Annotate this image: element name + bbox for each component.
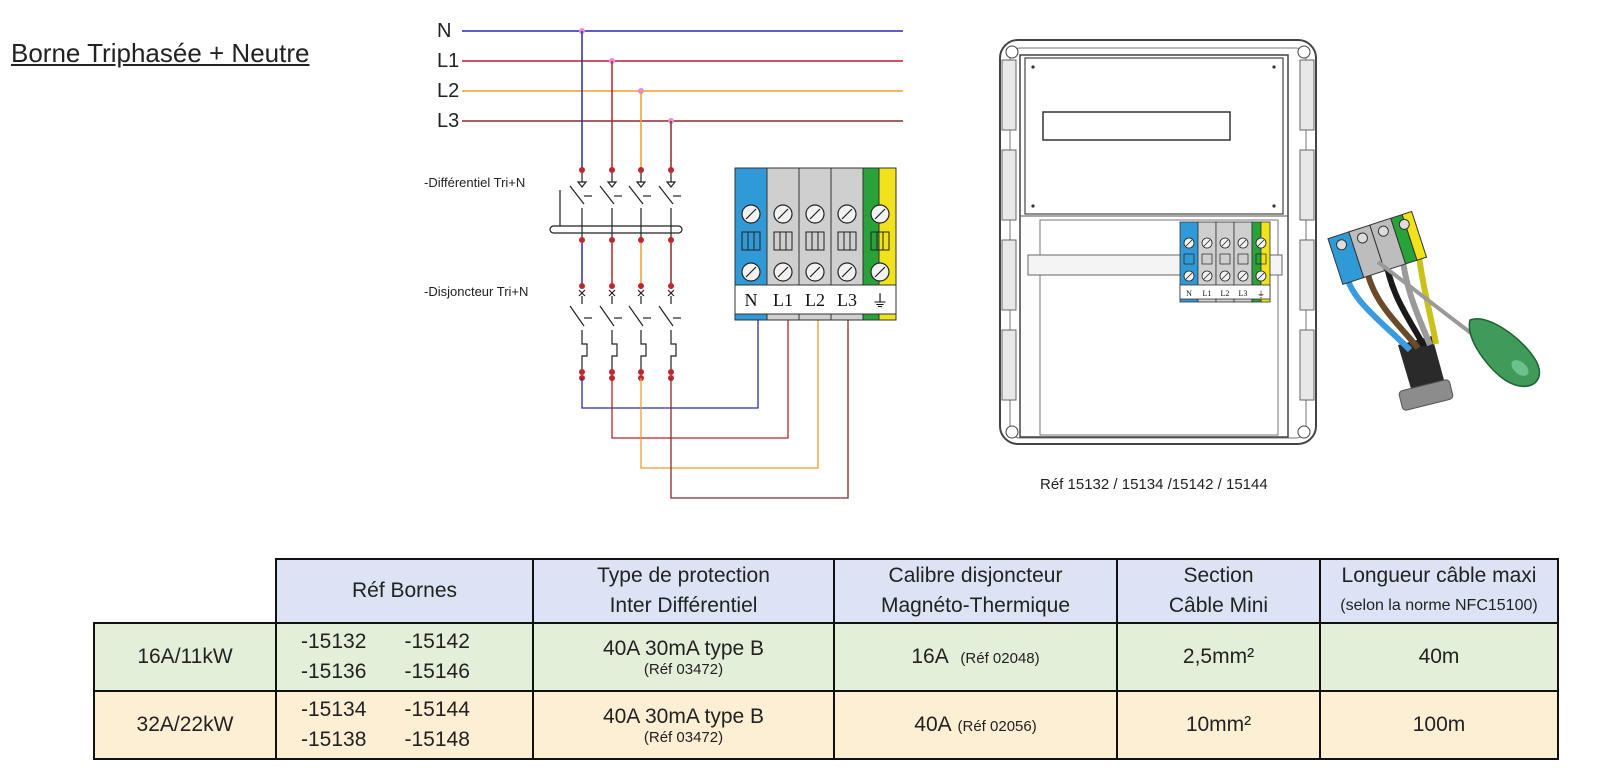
section-cell: 2,5mm²	[1116, 622, 1321, 692]
length-cell: 100m	[1319, 690, 1559, 760]
header-length: Longueur câble maxi (selon la norme NFC1…	[1319, 558, 1559, 624]
header-blank-cell	[94, 559, 276, 623]
mini-terminal-n: N	[1186, 289, 1192, 298]
bus-label-l1: L1	[437, 50, 459, 72]
mini-terminal-l2: L2	[1221, 289, 1230, 298]
terminal-label-l3: L3	[837, 290, 857, 310]
header-refs: Réf Bornes	[275, 558, 534, 624]
enclosure-drawing: N L1 L2 L3 ⏚	[999, 39, 1317, 445]
ground-symbol-icon: ⏚	[872, 292, 889, 311]
terminal-label-l1: L1	[773, 290, 793, 310]
header-breaker: Calibre disjoncteur Magnéto-Thermique	[833, 558, 1118, 624]
wire-l1-out	[611, 318, 789, 439]
bus-label-l2: L2	[437, 80, 459, 102]
page-title: Borne Triphasée + Neutre	[11, 38, 310, 68]
wire-n-out	[581, 318, 759, 409]
power-cell: 32A/22kW	[93, 690, 277, 760]
spec-table: Réf Bornes Type de protection Inter Diff…	[93, 558, 1559, 760]
length-cell: 40m	[1319, 622, 1559, 692]
power-cell: 16A/11kW	[93, 622, 277, 692]
terminal-label-l2: L2	[805, 290, 825, 310]
table-row: 16A/11kW -15132-15142 -15136-15146 40A 3…	[93, 622, 1559, 692]
bus-label-l3: L3	[437, 110, 459, 132]
protection-cell: 40A 30mA type B (Réf 03472)	[532, 690, 835, 760]
breaker-label: -Disjoncteur Tri+N	[424, 284, 528, 299]
bus-label-n: N	[437, 20, 451, 42]
wiring-schematic: N L1 L2 L3 -Différentiel Tri+N -Disjonct…	[424, 20, 1541, 499]
header-section: Section Câble Mini	[1116, 558, 1321, 624]
table-header-row: Réf Bornes Type de protection Inter Diff…	[94, 558, 1559, 624]
mini-terminal-l3: L3	[1239, 289, 1248, 298]
section-cell: 10mm²	[1116, 690, 1321, 760]
differential-device	[549, 167, 683, 289]
wire-l3-out	[670, 318, 849, 499]
breaker-device	[569, 289, 681, 381]
refs-cell: -15134-15144 -15138-15148	[275, 690, 534, 760]
refs-cell: -15132-15142 -15136-15146	[275, 622, 534, 692]
breaker-cell: 40A (Réf 02056)	[833, 690, 1118, 760]
breaker-cell: 16A (Réf 02048)	[833, 622, 1118, 692]
wire-l2-out	[640, 318, 819, 469]
differential-label: -Différentiel Tri+N	[424, 175, 525, 190]
enclosure-ref-caption: Réf 15132 / 15134 /15142 / 15144	[1040, 476, 1268, 493]
cable-wiring-detail	[1327, 210, 1541, 411]
mini-ground-icon: ⏚	[1257, 290, 1265, 299]
terminal-label-n: N	[745, 290, 758, 310]
header-protection: Type de protection Inter Différentiel	[532, 558, 835, 624]
protection-cell: 40A 30mA type B (Réf 03472)	[532, 622, 835, 692]
terminal-block: N L1 L2 L3 ⏚	[734, 167, 897, 321]
mini-terminal-l1: L1	[1203, 289, 1212, 298]
table-row: 32A/22kW -15134-15144 -15138-15148 40A 3…	[93, 690, 1559, 760]
